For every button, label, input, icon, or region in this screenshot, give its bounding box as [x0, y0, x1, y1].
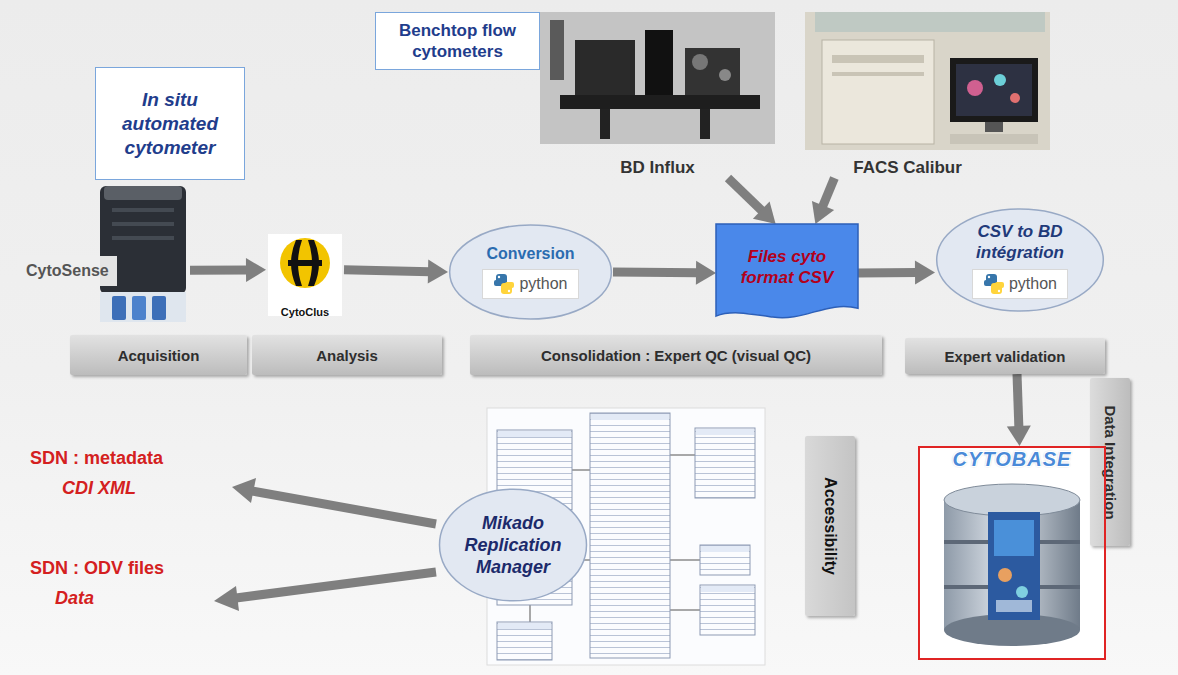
node-label: Accessibility	[821, 477, 839, 575]
arrow-shaft	[822, 178, 834, 207]
flow-arrow	[812, 178, 834, 224]
stage-band: Consolidation : Expert QC (visual QC)	[470, 335, 882, 375]
node-label: FACS Calibur	[805, 158, 1010, 178]
text-stack: CytoClus	[281, 306, 329, 318]
node-label: CytoSense	[18, 256, 117, 286]
instrument-photo: CytoSense	[18, 186, 190, 322]
arrow-shaft	[728, 178, 763, 211]
text-stack: Files cyto format CSV	[724, 246, 850, 288]
sdn-label: SDN : metadata	[30, 448, 163, 469]
process-ellipse: Mikado Replication Manager	[438, 488, 588, 602]
node-content: In situ automated cytometer	[96, 68, 244, 179]
node-content: Analysis	[252, 335, 442, 375]
node-label: Files cyto format CSV	[724, 246, 850, 288]
flow-arrow	[858, 261, 935, 285]
arrow-shaft	[613, 268, 698, 278]
cytobase-picture	[919, 447, 1105, 659]
text-stack: In situ automated cytometer	[106, 88, 234, 160]
node-content: Files cyto format CSV	[716, 224, 858, 322]
node-label: Acquisition	[118, 347, 200, 364]
text-stack: CYTOBASE	[953, 448, 1072, 471]
software-logo: CytoClus	[266, 232, 344, 318]
flow-arrow	[344, 260, 448, 284]
text-stack: Conversion python	[482, 245, 578, 299]
export-arrow	[214, 478, 436, 611]
node-label: CSV to BD intégration	[957, 221, 1083, 263]
node-content: Conversion python	[448, 224, 613, 320]
stage-band: Analysis	[252, 335, 442, 375]
sdn-label: SDN : ODV files	[30, 558, 164, 579]
bd-influx-photo	[540, 12, 775, 144]
arrow-shaft	[1017, 374, 1019, 428]
text-stack: Accessibility	[821, 477, 839, 575]
arrow-shaft	[858, 268, 917, 277]
flow-arrow	[613, 261, 716, 285]
cytosense-photo	[100, 186, 186, 322]
node-label: Analysis	[316, 347, 378, 364]
node-content: Consolidation : Expert QC (visual QC)	[470, 335, 882, 375]
text-stack: Expert validation	[945, 348, 1066, 365]
node-content: Data Integration	[1090, 378, 1130, 546]
node-label: Expert validation	[945, 348, 1066, 365]
text-stack: Consolidation : Expert QC (visual QC)	[541, 347, 811, 364]
cytoclus-logo	[268, 234, 342, 316]
python-logo: python	[482, 269, 578, 299]
arrow-head	[246, 258, 266, 282]
node-label: Benchtop flow cytometers	[386, 20, 529, 62]
node-label: Mikado Replication Manager	[456, 512, 570, 578]
file-document: Files cyto format CSV	[716, 224, 858, 322]
node-label: In situ automated cytometer	[106, 88, 234, 160]
node-label: Conversion	[486, 245, 574, 263]
arrow-head	[915, 261, 935, 285]
node-label: CytoClus	[281, 306, 329, 318]
arrow-head	[696, 261, 716, 285]
node-content: Acquisition	[70, 335, 247, 375]
stage-band: Acquisition	[70, 335, 247, 375]
node-label: CYTOBASE	[953, 448, 1072, 471]
arrow-shaft	[344, 270, 430, 272]
python-icon	[983, 273, 1005, 295]
arrow-head	[1007, 426, 1031, 446]
stage-band: Data Integration	[1090, 378, 1130, 546]
flow-arrow	[190, 258, 266, 282]
arrow-head	[812, 201, 834, 224]
node-label: BD Influx	[540, 158, 775, 178]
arrow-shaft	[190, 265, 248, 274]
text-stack: Mikado Replication Manager	[456, 512, 570, 578]
facs-calibur-photo	[805, 12, 1050, 150]
instrument-photo: FACS Calibur	[805, 12, 1050, 178]
stage-band: Accessibility	[805, 436, 855, 616]
python-icon	[493, 273, 515, 295]
node-content: CytoClus	[266, 232, 344, 318]
arrow-head	[753, 201, 776, 224]
arrow-head	[428, 260, 448, 284]
process-ellipse: Conversion python	[448, 224, 613, 320]
flow-arrow	[728, 178, 776, 224]
caption-box: In situ automated cytometer	[95, 67, 245, 180]
node-label: Consolidation : Expert QC (visual QC)	[541, 347, 811, 364]
python-wordmark: python	[1009, 275, 1057, 293]
stage-band: Expert validation	[905, 338, 1105, 374]
node-content: CYTOBASE	[920, 448, 1104, 658]
python-wordmark: python	[519, 275, 567, 293]
node-content: Expert validation	[905, 338, 1105, 374]
text-stack: CSV to BD intégration python	[957, 221, 1083, 299]
text-stack: Acquisition	[118, 347, 200, 364]
instrument-photo: BD Influx	[540, 12, 775, 178]
text-stack: Benchtop flow cytometers	[386, 20, 529, 62]
flow-arrow	[1007, 374, 1031, 446]
node-content: CSV to BD intégration python	[935, 208, 1105, 312]
sdn-label: Data	[55, 588, 94, 609]
node-content: Mikado Replication Manager	[438, 488, 588, 602]
text-stack: Analysis	[316, 347, 378, 364]
database-box: CYTOBASE	[918, 446, 1106, 660]
node-content: Accessibility	[805, 436, 855, 616]
process-ellipse: CSV to BD intégration python	[935, 208, 1105, 312]
caption-box: Benchtop flow cytometers	[375, 12, 540, 70]
node-content: Benchtop flow cytometers	[376, 13, 539, 69]
sdn-label: CDI XML	[62, 478, 136, 499]
python-logo: python	[972, 269, 1068, 299]
